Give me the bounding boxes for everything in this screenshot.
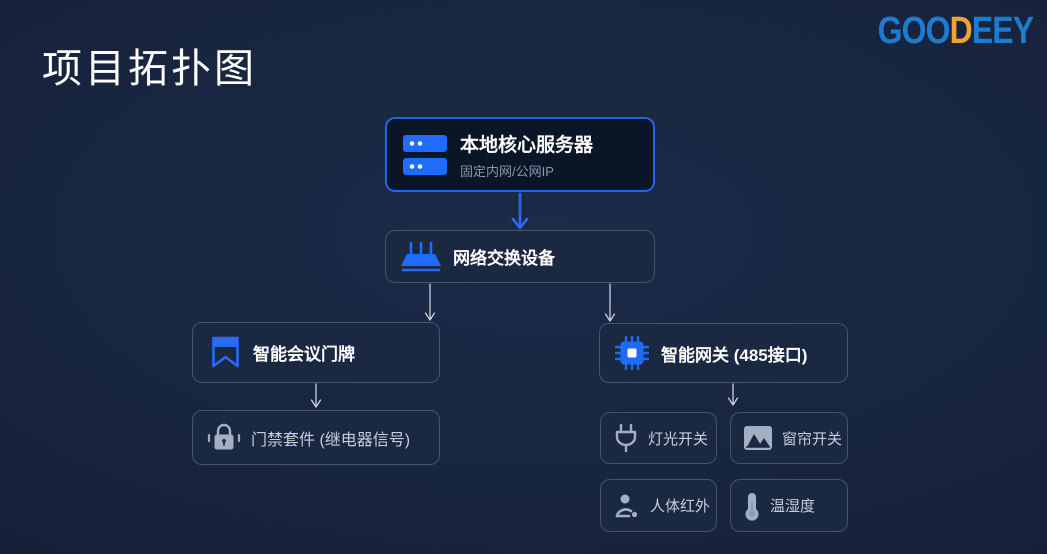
logo-part-1: GOO (877, 10, 950, 52)
curtain-icon (743, 425, 773, 451)
logo-part-3: EEY (971, 10, 1034, 52)
person-sensor-icon (613, 492, 641, 520)
network-switch-label: 网络交换设备 (453, 249, 555, 268)
server-icon (403, 134, 447, 175)
meeting-door-sign-label: 智能会议门牌 (253, 345, 355, 364)
router-icon (401, 240, 441, 274)
human-infrared-label: 人体红外 (650, 498, 711, 515)
arrow-switch-to-door-sign (424, 283, 436, 321)
core-server-subtitle: 固定内网/公网IP (460, 163, 554, 179)
arrow-switch-to-gateway (604, 283, 616, 322)
thermometer-icon (743, 491, 761, 521)
node-temp-humidity: 温湿度 (730, 479, 848, 532)
light-switch-label: 灯光开关 (648, 430, 709, 448)
arrow-door-sign-to-access-kit (310, 383, 322, 408)
logo-part-2: D (949, 10, 972, 52)
arrow-server-to-switch (511, 192, 529, 230)
node-core-server: 本地核心服务器 固定内网/公网IP (385, 117, 655, 192)
smart-gateway-label: 智能网关 (485接口) (661, 345, 808, 365)
bookmark-icon (211, 336, 240, 369)
core-server-title: 本地核心服务器 (460, 134, 594, 156)
page-title: 项目拓扑图 (42, 47, 257, 91)
brand-logo: GOODEEY (877, 10, 1033, 53)
node-network-switch: 网络交换设备 (385, 230, 655, 283)
arrow-gateway-to-devices (727, 383, 739, 406)
access-control-kit-label: 门禁套件 (继电器信号) (251, 431, 411, 449)
temp-humidity-label: 温湿度 (770, 498, 816, 515)
node-human-infrared: 人体红外 (600, 479, 717, 532)
node-smart-gateway: 智能网关 (485接口) (599, 323, 848, 383)
chip-icon (615, 336, 649, 370)
node-access-control-kit: 门禁套件 (继电器信号) (192, 410, 440, 465)
curtain-switch-label: 窗帘开关 (782, 430, 843, 448)
node-light-switch: 灯光开关 (600, 412, 717, 464)
node-curtain-switch: 窗帘开关 (730, 412, 848, 464)
plug-icon (613, 423, 639, 453)
node-meeting-door-sign: 智能会议门牌 (192, 322, 440, 383)
lock-icon (206, 423, 242, 453)
